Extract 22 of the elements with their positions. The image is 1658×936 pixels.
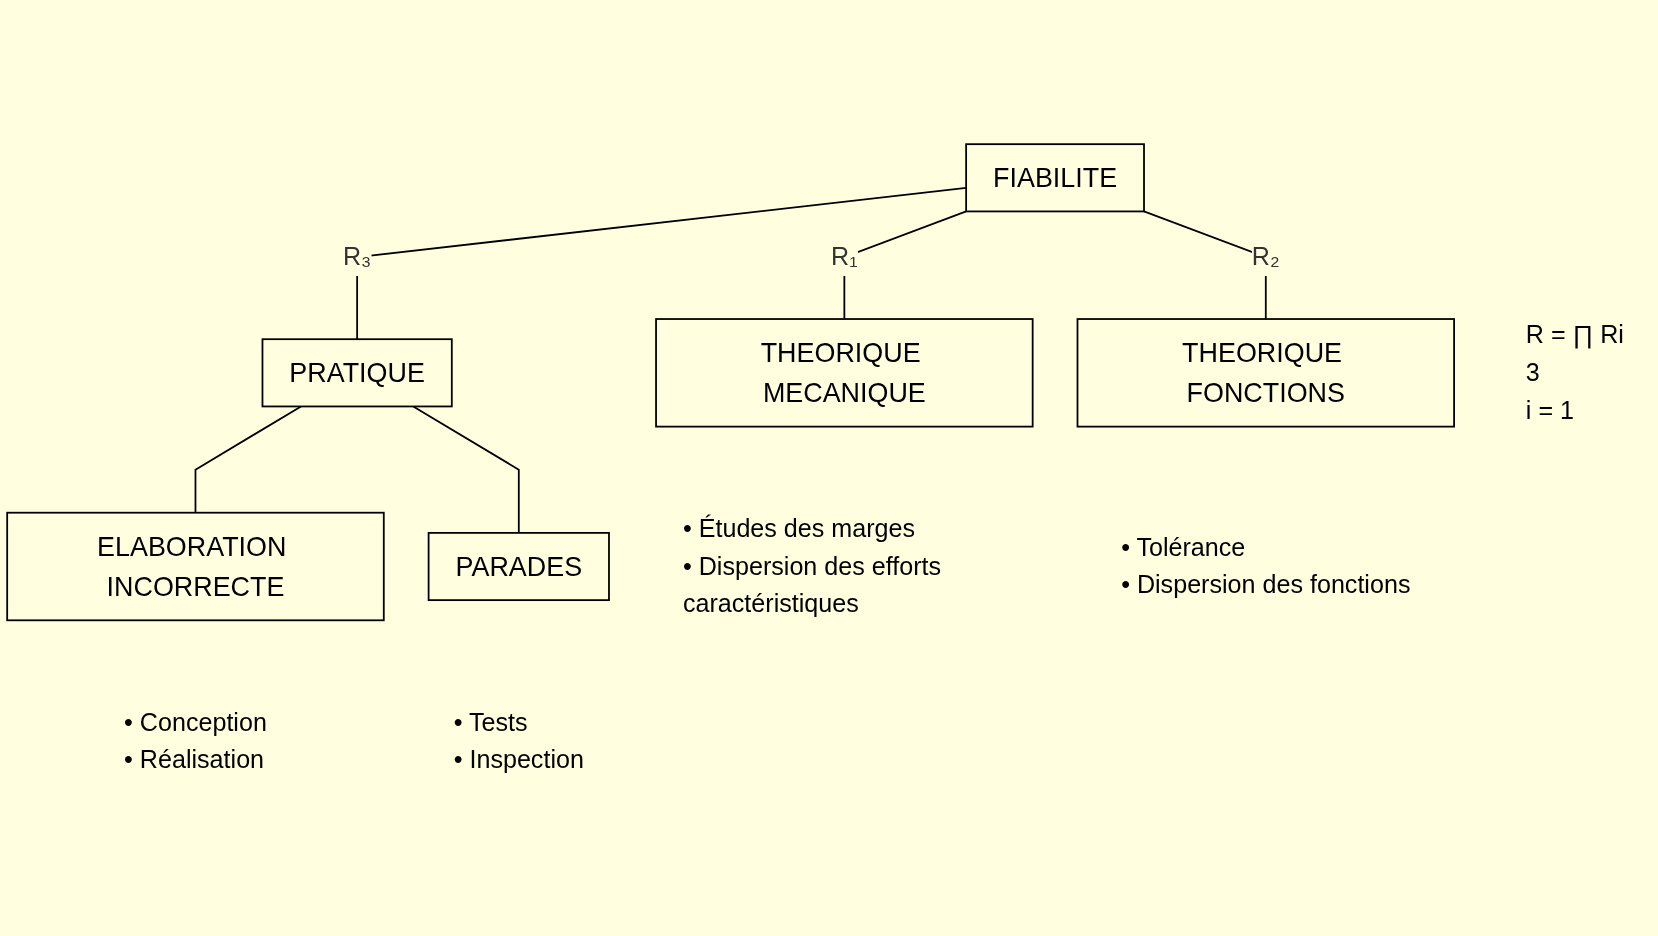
node-label: R = ∏ Ri: [1525, 320, 1624, 349]
node-box: PRATIQUE: [261, 337, 453, 407]
node-box: PARADES: [427, 531, 610, 601]
connector: [412, 405, 520, 534]
node-label: • Dispersion des efforts caractéristiques: [682, 551, 942, 618]
connector: [194, 405, 302, 514]
node-label: 3: [1525, 358, 1540, 386]
node-box: ELABORATION INCORRECTE: [6, 511, 385, 621]
node-box: THEORIQUE MECANIQUE: [655, 317, 1034, 428]
edge-label: R₁: [831, 242, 858, 271]
node-label: • Études des marges: [682, 514, 916, 542]
node-label: • Dispersion des fonctions: [1121, 570, 1411, 599]
edge-label: R₂: [1251, 242, 1280, 271]
node-box: THEORIQUE FONCTIONS: [1076, 317, 1455, 428]
node-box: FIABILITE: [965, 142, 1145, 212]
node-label: • Conception: [124, 707, 267, 736]
node-label: i = 1: [1525, 395, 1574, 424]
node-label: • Tests: [453, 707, 528, 736]
node-label: • Tolérance: [1121, 533, 1246, 561]
edge-label: R₃: [342, 242, 372, 271]
node-label: • Réalisation: [124, 745, 265, 774]
node-label: • Inspection: [453, 745, 584, 774]
